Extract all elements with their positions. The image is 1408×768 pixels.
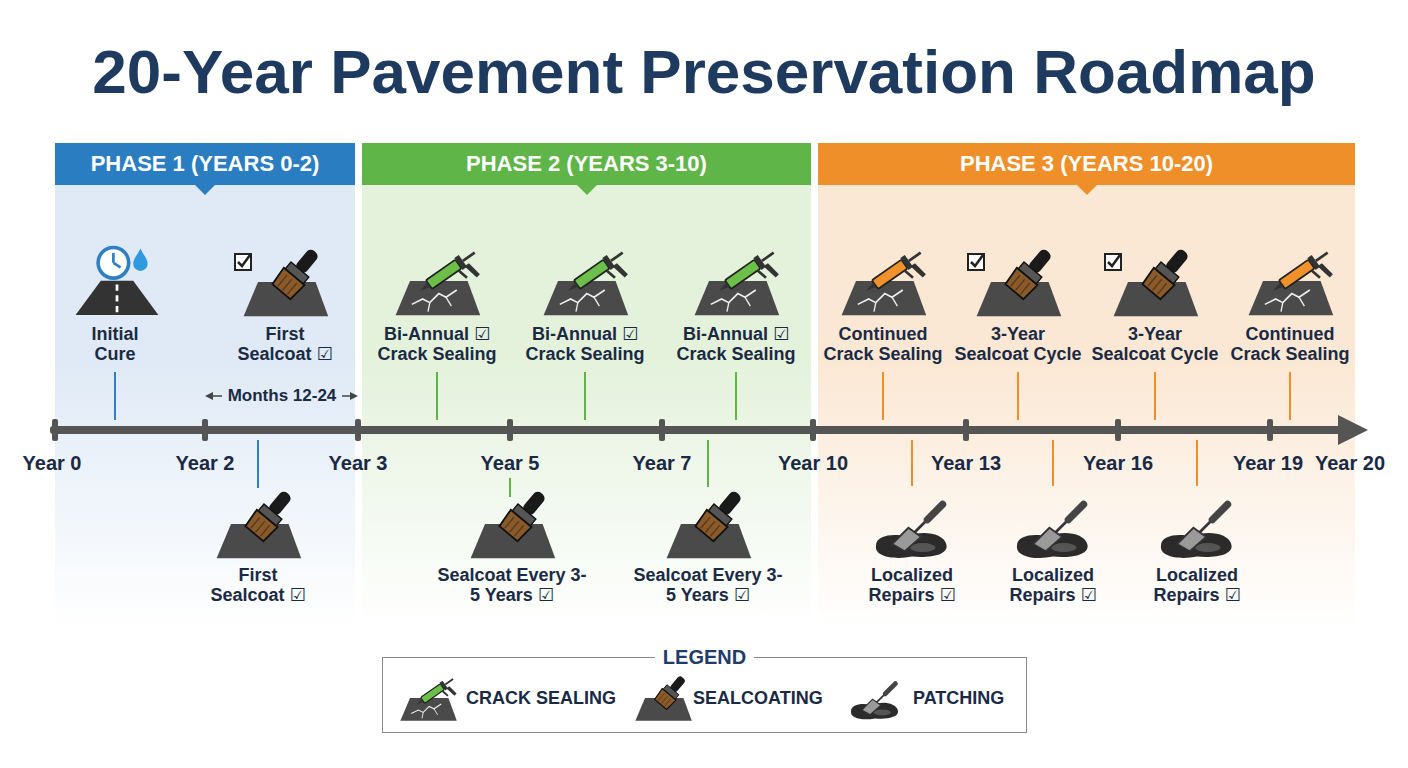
event-label: Bi-Annual ☑ Crack Sealing xyxy=(367,324,507,364)
phase-header: PHASE 2 (YEARS 3-10) xyxy=(362,143,811,185)
event-label: Localized Repairs ☑ xyxy=(862,565,962,605)
year-label: Year 16 xyxy=(1073,451,1163,475)
year-label: Year 19 xyxy=(1223,451,1313,475)
event-label: First Sealcoat ☑ xyxy=(233,324,338,364)
year-label: Year 2 xyxy=(160,451,250,475)
event-label: Initial Cure xyxy=(75,324,155,364)
legend-title: LEGEND xyxy=(655,646,754,668)
event-label: Bi-Annual ☑ Crack Sealing xyxy=(515,324,655,364)
year-label: Year 3 xyxy=(313,451,403,475)
legend-label: SEALCOATING xyxy=(693,687,823,709)
axis-tick xyxy=(355,419,361,441)
year-label: Year 13 xyxy=(921,451,1011,475)
header-pointer xyxy=(1077,185,1097,195)
legend-label: CRACK SEALING xyxy=(466,687,616,709)
legend-title-row: LEGEND xyxy=(383,645,1026,671)
year-label: Year 0 xyxy=(7,451,97,475)
event-label: Localized Repairs ☑ xyxy=(1147,565,1247,605)
event-label: 3-Year Sealcoat Cycle xyxy=(1090,324,1220,364)
phase-header: PHASE 1 (YEARS 0-2) xyxy=(55,143,355,185)
legend-label: PATCHING xyxy=(913,687,1004,709)
event-label: 3-Year Sealcoat Cycle xyxy=(953,324,1083,364)
phase-header: PHASE 3 (YEARS 10-20) xyxy=(818,143,1355,185)
phase-title: PHASE 2 (YEARS 3-10) xyxy=(466,151,707,177)
year-label: Year 7 xyxy=(617,451,707,475)
legend-box: LEGENDCRACK SEALINGSEALCOATINGPATCHING xyxy=(382,657,1027,733)
event-label: Bi-Annual ☑ Crack Sealing xyxy=(666,324,806,364)
header-pointer xyxy=(577,185,597,195)
header-pointer xyxy=(195,185,215,195)
year-label: Year 20 xyxy=(1305,451,1395,475)
event-label: Sealcoat Every 3-5 Years ☑ xyxy=(633,565,783,605)
phase-band: PHASE 3 (YEARS 10-20) xyxy=(818,143,1355,628)
event-label: Localized Repairs ☑ xyxy=(1003,565,1103,605)
phase-title: PHASE 1 (YEARS 0-2) xyxy=(91,151,320,177)
event-label: Continued Crack Sealing xyxy=(1225,324,1355,364)
event-label: Sealcoat Every 3-5 Years ☑ xyxy=(437,565,587,605)
duration-label: Months 12-24 xyxy=(217,386,347,406)
event-label: First Sealcoat ☑ xyxy=(206,565,311,605)
phase-title: PHASE 3 (YEARS 10-20) xyxy=(960,151,1213,177)
event-label: Continued Crack Sealing xyxy=(818,324,948,364)
diagram-title: 20-Year Pavement Preservation Roadmap xyxy=(0,36,1408,108)
year-label: Year 5 xyxy=(465,451,555,475)
year-label: Year 10 xyxy=(768,451,858,475)
phase-band: PHASE 1 (YEARS 0-2) xyxy=(55,143,355,628)
phase-band: PHASE 2 (YEARS 3-10) xyxy=(362,143,811,628)
